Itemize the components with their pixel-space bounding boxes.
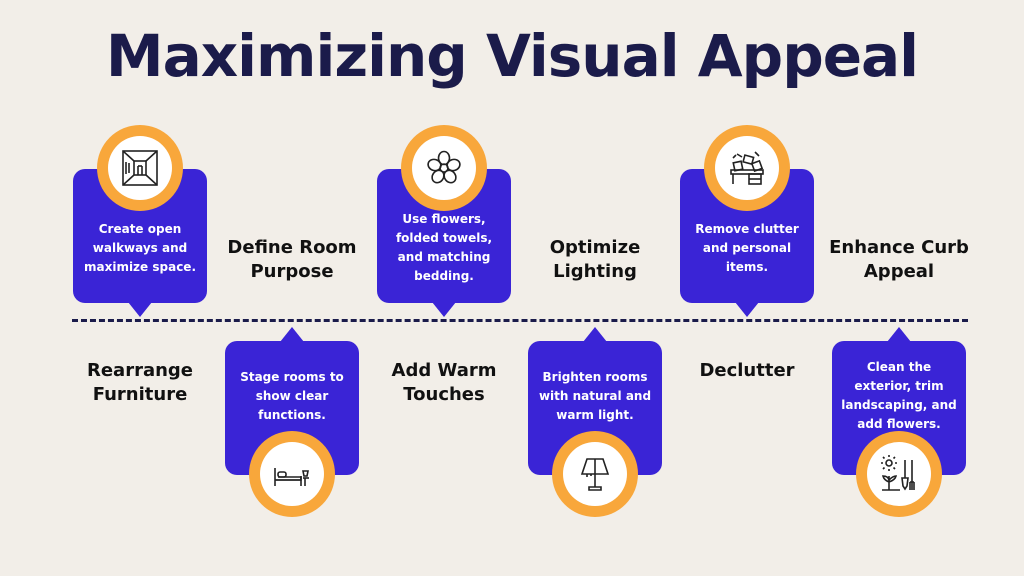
step-description: Stage rooms to show clear functions. — [240, 369, 344, 422]
step-label-enhance-curb-appeal: Enhance Curb Appeal — [829, 237, 969, 282]
flower-icon-badge — [401, 125, 487, 211]
card-pointer — [583, 327, 607, 342]
page-title: Maximizing Visual Appeal — [105, 22, 919, 90]
gardening-icon — [881, 455, 915, 491]
step-label-add-warm-touches: Add Warm Touches — [391, 360, 497, 405]
timeline-dashed-line — [72, 319, 968, 322]
card-pointer — [887, 327, 911, 342]
step-card-define-room-purpose: Stage rooms to show clear functions. — [225, 327, 359, 475]
step-description: Use flowers, folded towels, and matching… — [395, 212, 493, 283]
step-description: Clean the exterior, trim landscaping, an… — [841, 360, 957, 431]
step-label-declutter: Declutter — [699, 360, 795, 381]
card-pointer — [735, 302, 759, 317]
card-pointer — [280, 327, 304, 342]
gardening-icon-badge — [856, 431, 942, 517]
cluttered-desk-icon — [730, 151, 764, 185]
cluttered-desk-icon-badge — [704, 125, 790, 211]
flower-icon — [427, 150, 461, 184]
step-description: Brighten rooms with natural and warm lig… — [538, 369, 652, 422]
step-label-optimize-lighting: Optimize Lighting — [549, 237, 641, 282]
step-description: Create open walkways and maximize space. — [83, 221, 196, 274]
lamp-icon — [580, 458, 610, 491]
lamp-icon-badge — [552, 431, 638, 517]
bed-icon-badge — [249, 431, 335, 517]
hallway-icon — [122, 150, 158, 186]
step-description: Remove clutter and personal items. — [695, 221, 799, 274]
card-pointer — [128, 302, 152, 317]
step-label-define-room-purpose: Define Room Purpose — [227, 237, 357, 282]
step-label-rearrange-furniture: Rearrange Furniture — [86, 360, 194, 405]
hallway-icon-badge — [97, 125, 183, 211]
bed-icon — [274, 468, 309, 486]
step-card-optimize-lighting: Brighten rooms with natural and warm lig… — [528, 327, 662, 475]
card-pointer — [432, 302, 456, 317]
